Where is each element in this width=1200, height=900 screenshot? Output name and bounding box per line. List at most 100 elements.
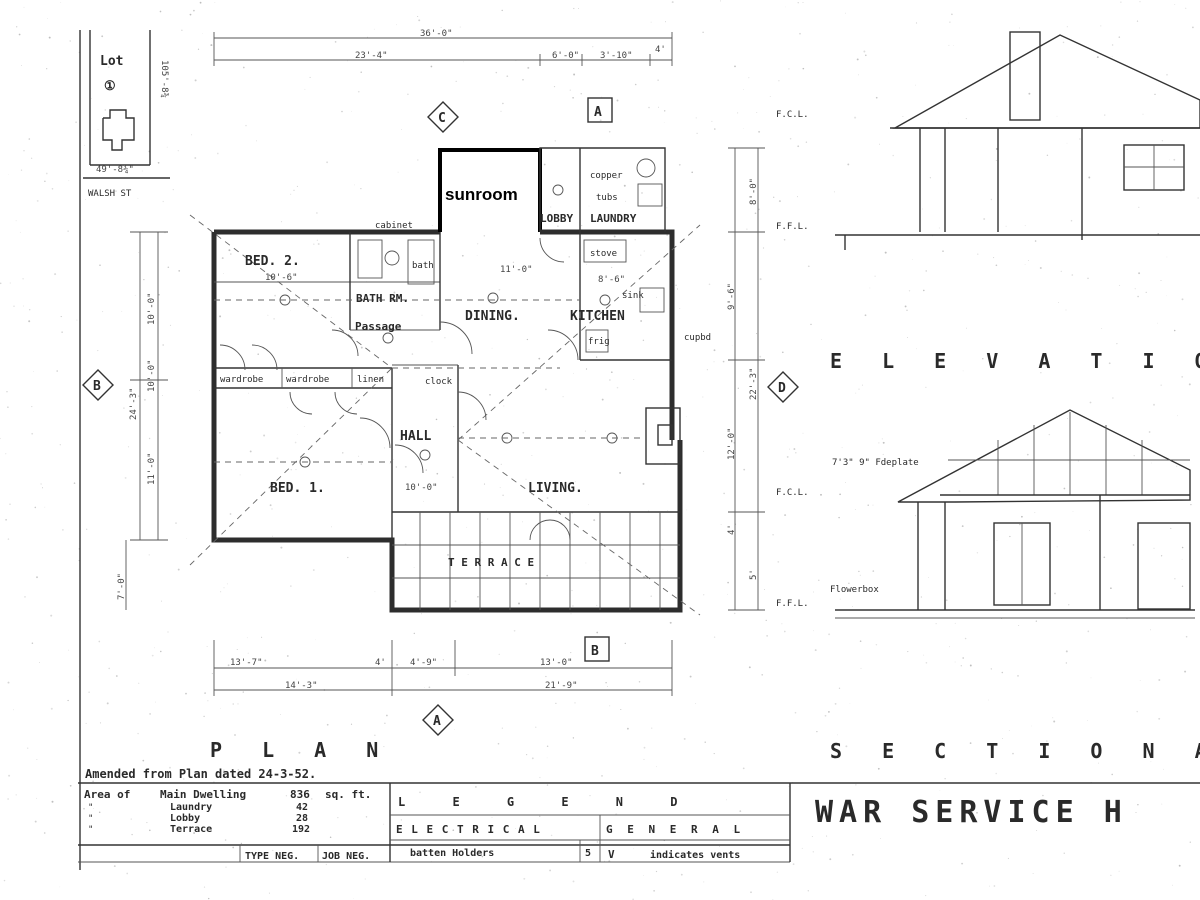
scan-speck xyxy=(197,48,200,50)
scan-speck xyxy=(229,513,232,515)
scan-speck xyxy=(425,469,427,471)
scan-speck xyxy=(1173,158,1176,161)
elevation-label: E L E V A T I O N xyxy=(830,349,1200,373)
scan-speck xyxy=(906,309,908,312)
scan-speck xyxy=(1135,811,1137,814)
scan-speck xyxy=(146,822,148,824)
scan-speck xyxy=(13,305,15,307)
scan-speck xyxy=(1133,455,1135,457)
site-side-dimension: 105'-8¾ xyxy=(159,60,169,98)
scan-speck xyxy=(245,124,247,127)
area-table: Area of " " " Main Dwelling 836 sq. ft. … xyxy=(84,788,371,835)
dim-left-1: 10'-0" xyxy=(147,292,157,325)
scan-speck xyxy=(383,746,385,748)
scan-speck xyxy=(353,898,354,900)
scan-speck xyxy=(907,651,909,653)
scan-speck xyxy=(172,813,174,815)
scan-speck xyxy=(351,110,352,112)
scan-speck xyxy=(640,254,642,256)
scan-speck xyxy=(783,630,786,633)
scan-speck xyxy=(874,275,876,277)
scan-speck xyxy=(219,707,221,709)
tables-grid xyxy=(78,782,1200,863)
scan-speck xyxy=(713,636,716,638)
scan-speck xyxy=(789,137,792,140)
scan-speck xyxy=(1160,555,1163,557)
scan-speck xyxy=(680,873,683,876)
scan-speck xyxy=(949,21,951,23)
scan-speck xyxy=(1002,737,1004,739)
scan-speck xyxy=(331,526,332,528)
scan-speck xyxy=(675,284,677,286)
scan-speck xyxy=(657,79,659,81)
scan-speck xyxy=(454,728,455,730)
scan-speck xyxy=(538,357,541,360)
scan-speck xyxy=(570,613,572,615)
scan-speck xyxy=(141,170,143,172)
scan-speck xyxy=(1137,295,1139,298)
grid-bubble-a-bottom: A xyxy=(422,704,454,736)
scan-speck xyxy=(1154,93,1156,96)
scan-speck xyxy=(396,24,398,26)
scan-speck xyxy=(69,784,72,787)
scan-speck xyxy=(30,157,33,159)
scan-speck xyxy=(847,163,850,166)
scan-speck xyxy=(31,642,34,644)
scan-speck xyxy=(203,886,206,888)
room-cabinet: cabinet xyxy=(375,221,413,231)
scan-speck xyxy=(814,649,817,652)
scan-speck xyxy=(802,432,804,434)
scan-speck xyxy=(185,692,187,695)
scan-speck xyxy=(316,212,318,214)
plan-walls xyxy=(189,147,701,616)
scan-speck xyxy=(882,441,885,444)
amendment-note: Amended from Plan dated 24-3-52. xyxy=(85,767,316,781)
scan-speck xyxy=(816,730,818,733)
room-hall: HALL xyxy=(400,429,431,444)
scan-speck xyxy=(162,200,164,203)
scan-speck xyxy=(581,225,583,227)
plan-title: P L A N xyxy=(210,738,392,762)
scan-speck xyxy=(572,96,574,99)
scan-speck xyxy=(83,807,85,810)
scan-speck xyxy=(781,351,784,354)
room-lobby: LOBBY xyxy=(540,212,573,225)
scan-speck xyxy=(666,234,669,236)
scan-speck xyxy=(704,741,706,743)
scan-speck xyxy=(272,849,274,851)
scan-speck xyxy=(294,375,296,378)
scan-speck xyxy=(162,344,165,346)
scan-speck xyxy=(915,22,918,24)
scan-speck xyxy=(988,699,989,701)
scan-speck xyxy=(743,468,746,471)
scan-speck xyxy=(151,654,154,657)
scan-speck xyxy=(570,652,572,654)
scan-speck xyxy=(696,132,698,135)
scan-speck xyxy=(642,482,645,485)
scan-speck xyxy=(882,453,884,455)
scan-speck xyxy=(714,128,716,130)
scan-speck xyxy=(828,711,830,713)
scan-speck xyxy=(189,13,192,16)
scan-speck xyxy=(401,128,403,130)
svg-text:A: A xyxy=(433,714,441,729)
scan-speck xyxy=(691,171,693,174)
scan-speck xyxy=(417,16,419,17)
scan-speck xyxy=(73,482,76,484)
scan-speck xyxy=(227,664,230,667)
scan-speck xyxy=(242,691,244,693)
scan-speck xyxy=(3,879,6,882)
scan-speck xyxy=(606,685,609,688)
scan-speck xyxy=(337,817,339,819)
scan-speck xyxy=(68,180,70,182)
scan-speck xyxy=(1161,140,1164,142)
area-unit: sq. ft. xyxy=(325,788,371,801)
scan-speck xyxy=(799,32,801,35)
scan-speck xyxy=(595,356,598,358)
room-dining-size: 11'-0" xyxy=(500,265,533,275)
area-mark-2: " xyxy=(88,814,93,824)
scan-speck xyxy=(797,145,800,148)
scan-speck xyxy=(851,853,854,856)
scan-speck xyxy=(102,311,104,313)
